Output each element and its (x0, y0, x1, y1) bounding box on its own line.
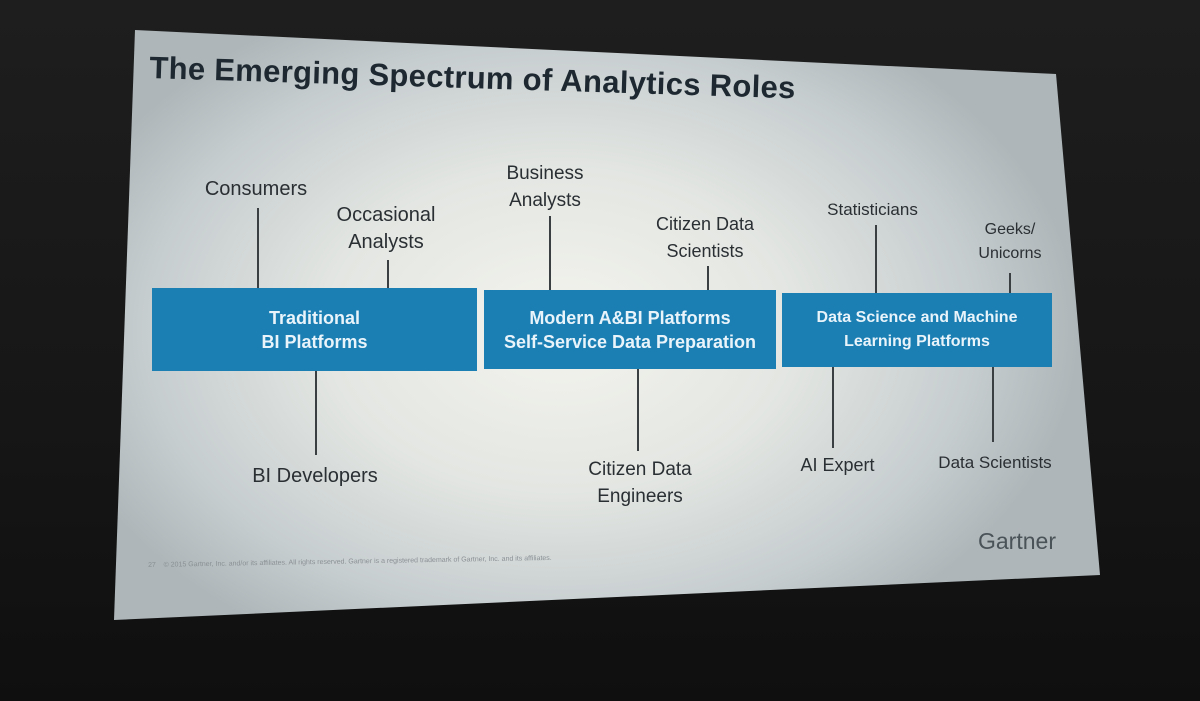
data-science-ml-platforms-box: Data Science and Machine Learning Platfo… (782, 293, 1052, 367)
role-business-analysts: Business Analysts (506, 163, 584, 211)
connector-line (992, 367, 994, 442)
gartner-logo: Gartner (978, 528, 1056, 554)
connector-line (832, 367, 834, 448)
role-bi-developers: BI Developers (252, 465, 378, 487)
role-citizen-data-scientists: Citizen Data Scientists (655, 214, 755, 261)
connector-line (315, 371, 317, 455)
connector-line (257, 208, 259, 288)
page-number: 27 (148, 561, 156, 569)
slide-footer: 27 © 2015 Gartner, Inc. and/or its affil… (148, 555, 552, 569)
connector-line (637, 369, 639, 451)
connector-line (1009, 273, 1011, 293)
role-geeks-unicorns: Geeks/ Unicorns (978, 221, 1042, 262)
slide-title: The Emerging Spectrum of Analytics Roles (148, 50, 797, 106)
connector-line (707, 266, 709, 290)
role-citizen-data-engineers: Citizen Data Engineers (588, 459, 692, 507)
connector-line (875, 225, 877, 293)
role-statisticians: Statisticians (827, 200, 918, 219)
role-consumers: Consumers (204, 178, 308, 200)
role-ai-expert: AI Expert (800, 455, 875, 475)
traditional-bi-platforms-box: Traditional BI Platforms (152, 288, 477, 371)
copyright-text: © 2015 Gartner, Inc. and/or its affiliat… (163, 554, 552, 569)
connector-line (549, 216, 551, 290)
connector-line (387, 260, 389, 288)
role-occasional-analysts: Occasional Analysts (336, 204, 436, 253)
modern-abi-platforms-box: Modern A&BI Platforms Self-Service Data … (484, 290, 776, 369)
role-data-scientists: Data Scientists (938, 453, 1052, 472)
